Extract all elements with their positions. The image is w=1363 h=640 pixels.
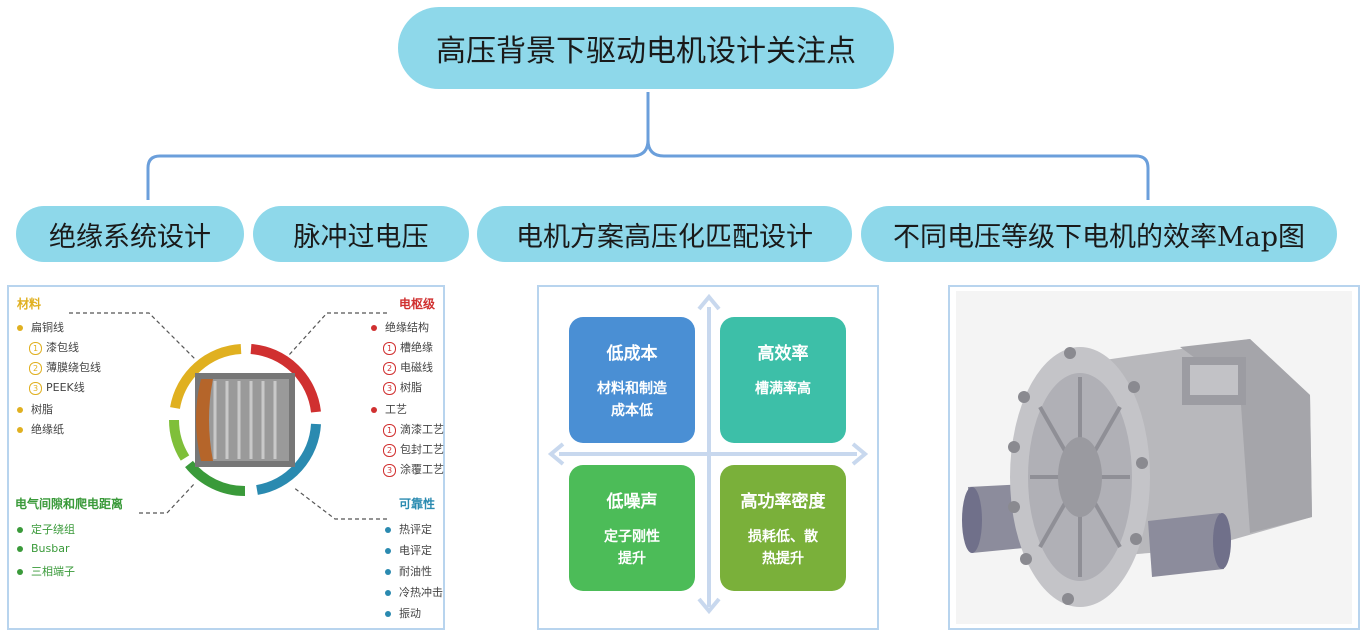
list-item: 定子绕组 — [17, 521, 75, 537]
list-item: 扁铜线 — [17, 319, 64, 335]
quadrant-body: 损耗低、散 热提升 — [748, 529, 818, 567]
main-title: 高压背景下驱动电机设计关注点 — [398, 7, 894, 89]
quadrant-axes — [547, 293, 869, 615]
quadrant-body: 槽满率高 — [755, 381, 811, 397]
category-efficiency-map: 不同电压等级下电机的效率Map图 — [861, 206, 1337, 262]
category-pulse-overvoltage: 脉冲过电压 — [253, 206, 469, 262]
list-item: 工艺 — [371, 401, 407, 417]
reliability-header: 可靠性 — [398, 497, 435, 511]
motor-render — [956, 291, 1352, 624]
quadrant-panel: 低成本 材料和制造 成本低 高效率 槽满率高 低噪声 定子刚性 提升 高功率密度… — [537, 285, 879, 630]
list-item: 耐油性 — [385, 563, 432, 579]
quadrant-body: 定子刚性 提升 — [604, 529, 660, 567]
quadrant-high-efficiency: 高效率 槽满率高 — [720, 317, 846, 443]
quadrant-high-power-density: 高功率密度 损耗低、散 热提升 — [720, 465, 846, 591]
stator-photo — [195, 373, 295, 467]
list-item: 电评定 — [385, 542, 432, 558]
connector-bracket — [146, 92, 1150, 200]
list-item: 绝缘纸 — [17, 421, 64, 437]
list-item: 热评定 — [385, 521, 432, 537]
insulation-ring — [69, 312, 387, 520]
clearance-header: 电气间隙和爬电距离 — [15, 497, 124, 511]
list-item: 冷热冲击 — [385, 584, 443, 600]
quadrant-low-cost: 低成本 材料和制造 成本低 — [569, 317, 695, 443]
materials-header: 材料 — [17, 297, 42, 311]
list-item: 振动 — [385, 605, 421, 621]
quadrant-body: 材料和制造 成本低 — [597, 381, 667, 419]
list-item: 树脂 — [17, 401, 53, 417]
category-insulation: 绝缘系统设计 — [16, 206, 244, 262]
list-item: 绝缘结构 — [371, 319, 429, 335]
quadrant-low-noise: 低噪声 定子刚性 提升 — [569, 465, 695, 591]
armature-header: 电枢级 — [398, 297, 435, 311]
category-high-voltage-matching: 电机方案高压化匹配设计 — [477, 206, 852, 262]
list-item: 三相端子 — [17, 563, 75, 579]
motor-panel — [948, 285, 1360, 630]
list-item: Busbar — [17, 542, 70, 555]
